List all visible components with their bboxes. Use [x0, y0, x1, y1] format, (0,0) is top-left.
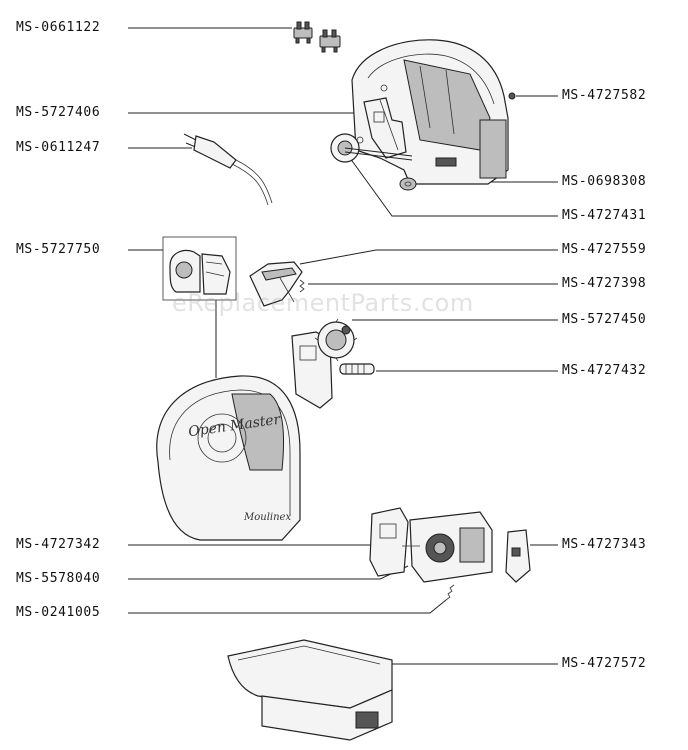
- gear-plate-assembly: [291, 318, 375, 409]
- cap-frame: [162, 236, 237, 301]
- small-spring: [445, 584, 455, 601]
- label-ms-4727398: MS-4727398: [562, 276, 647, 291]
- label-ms-0241005: MS-0241005: [16, 605, 101, 620]
- leader-lines: [128, 27, 558, 665]
- label-ms-4727582: MS-4727582: [562, 88, 647, 103]
- gear-shaft: [330, 133, 413, 163]
- label-ms-0698308: MS-0698308: [562, 174, 647, 189]
- cap-group: [162, 236, 237, 301]
- label-ms-4727342: MS-4727342: [16, 537, 101, 552]
- bushing: [399, 177, 417, 191]
- leader-0241005: [128, 599, 447, 614]
- label-ms-0661122: MS-0661122: [16, 20, 101, 35]
- label-ms-5727750: MS-5727750: [16, 242, 101, 257]
- label-ms-4727343: MS-4727343: [562, 537, 647, 552]
- leader-5578040: [128, 565, 409, 580]
- metal-bracket: [363, 97, 407, 159]
- label-ms-4727431: MS-4727431: [562, 208, 647, 223]
- front-cover: [156, 375, 301, 541]
- label-ms-0611247: MS-0611247: [16, 140, 101, 155]
- end-bracket: [505, 529, 531, 583]
- label-ms-5578040: MS-5578040: [16, 571, 101, 586]
- screw: [508, 92, 516, 100]
- motor-assembly: [369, 507, 493, 583]
- lever-assembly: [249, 261, 305, 307]
- label-ms-4727432: MS-4727432: [562, 363, 647, 378]
- power-cord: [183, 133, 273, 206]
- label-ms-5727450: MS-5727450: [562, 312, 647, 327]
- micro-switch-pair: [293, 21, 341, 53]
- drip-tray: [227, 639, 393, 741]
- label-ms-5727406: MS-5727406: [16, 105, 101, 120]
- label-ms-4727572: MS-4727572: [562, 656, 647, 671]
- leader-4727431: [349, 157, 558, 217]
- brand-logo-text: Moulinex: [244, 512, 292, 523]
- label-ms-4727559: MS-4727559: [562, 242, 647, 257]
- watermark-text: eReplacementParts.com: [172, 289, 474, 317]
- leader-4727559: [299, 249, 558, 265]
